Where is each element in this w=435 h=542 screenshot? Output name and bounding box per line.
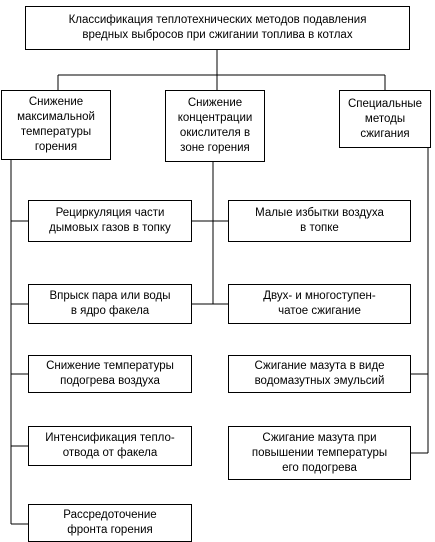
title-text: Классификация теплотехнических методов п… — [68, 14, 367, 41]
method-label: Малые избытки воздуха в топке — [255, 207, 384, 234]
category-label: Специальные методы сжигания — [347, 97, 423, 140]
method-label: Рециркуляция части дымовых газов в топку — [49, 207, 171, 234]
method-box-flame-front: Рассредоточение фронта горения — [28, 504, 192, 542]
method-label: Интенсификация тепло- отвода от факела — [45, 432, 175, 459]
method-label: Двух- и многоступен- чатое сжигание — [263, 290, 376, 317]
category-label: Снижение максимальной температуры горени… — [17, 96, 95, 153]
category-box-special: Специальные методы сжигания — [339, 90, 431, 148]
category-box-temperature: Снижение максимальной температуры горени… — [1, 90, 111, 160]
method-box-emulsion: Сжигание мазута в виде водомазутных эмул… — [228, 355, 411, 393]
category-box-oxidizer: Снижение концентрации окислителя в зоне … — [165, 90, 265, 162]
title-box: Классификация теплотехнических методов п… — [25, 6, 410, 50]
method-box-steam-injection: Впрыск пара или воды в ядро факела — [28, 284, 192, 324]
method-box-staged-combustion: Двух- и многоступен- чатое сжигание — [228, 284, 411, 324]
method-box-air-preheat: Снижение температуры подогрева воздуха — [28, 355, 192, 393]
method-box-heated-fuel-oil: Сжигание мазута при повышении температур… — [228, 426, 411, 480]
method-box-recirculation: Рециркуляция части дымовых газов в топку — [28, 200, 192, 242]
method-label: Сжигание мазута в виде водомазутных эмул… — [254, 360, 385, 387]
category-label: Снижение концентрации окислителя в зоне … — [177, 97, 253, 154]
method-label: Сжигание мазута при повышении температур… — [251, 431, 388, 474]
method-label: Снижение температуры подогрева воздуха — [46, 360, 174, 387]
method-box-low-excess-air: Малые избытки воздуха в топке — [228, 200, 411, 242]
method-label: Впрыск пара или воды в ядро факела — [49, 290, 171, 317]
method-box-heat-removal: Интенсификация тепло- отвода от факела — [28, 426, 192, 466]
method-label: Рассредоточение фронта горения — [63, 509, 157, 536]
